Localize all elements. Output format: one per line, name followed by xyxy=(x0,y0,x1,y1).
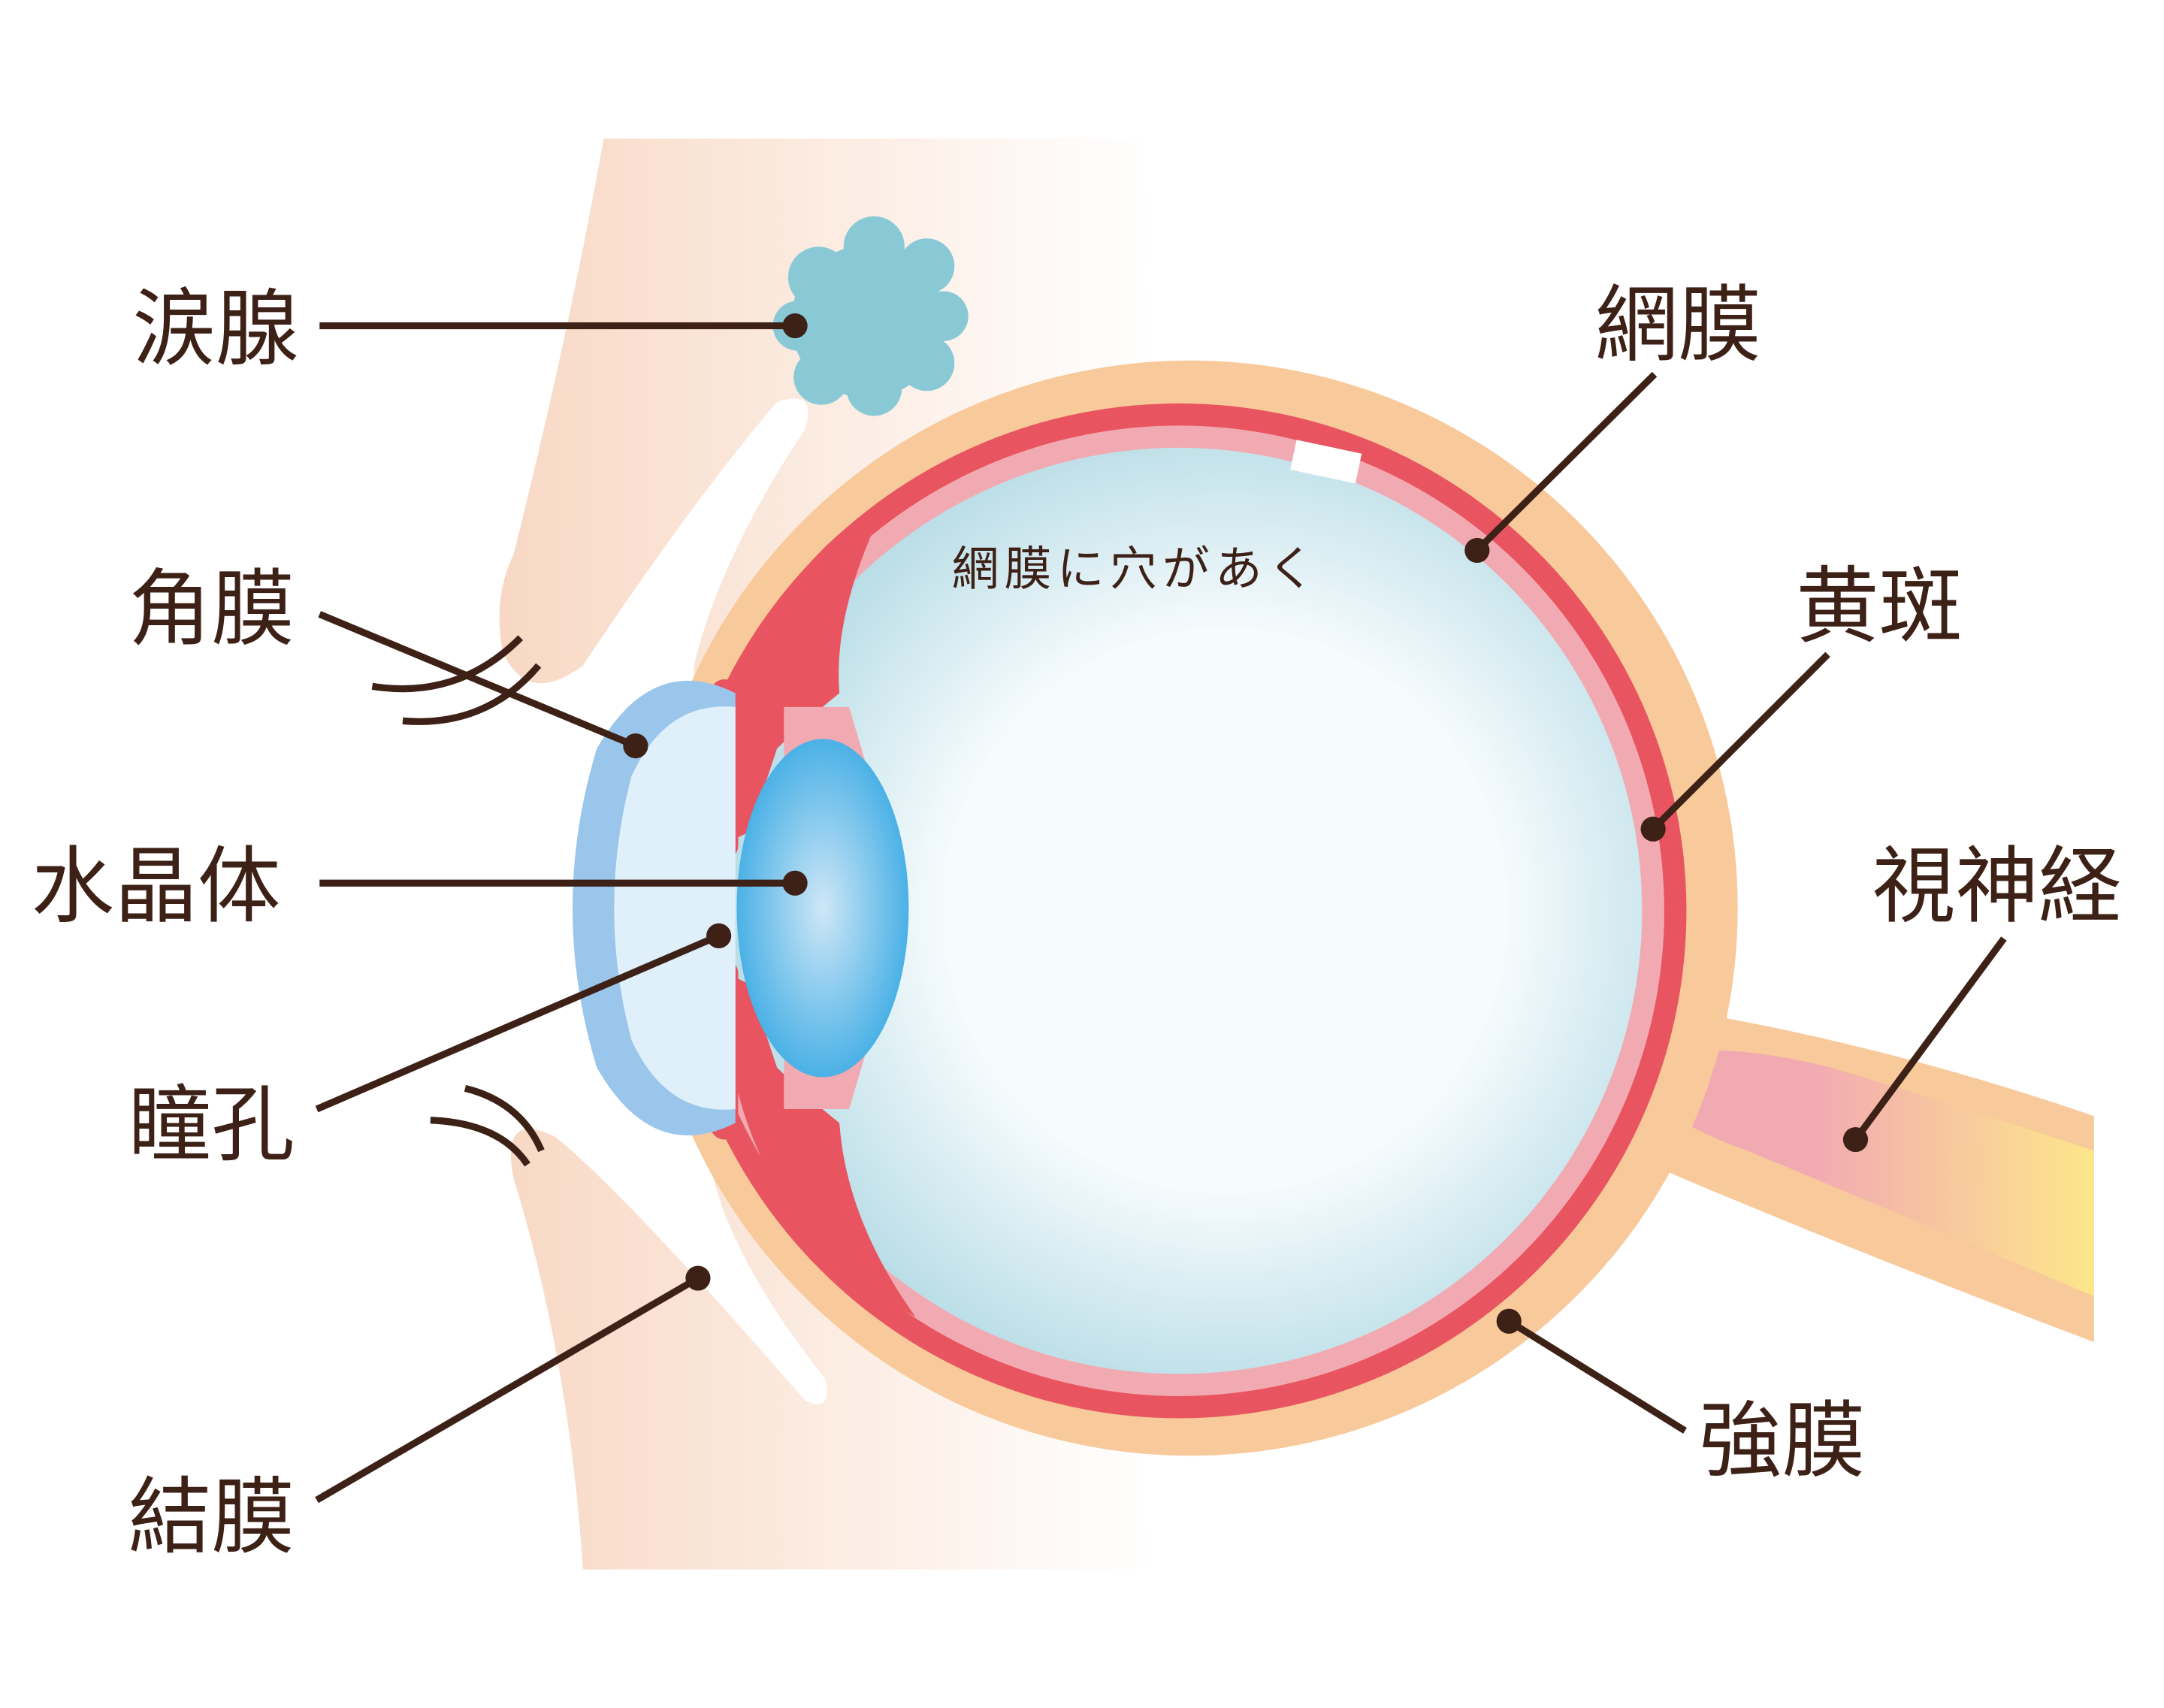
label-sclera: 強膜 xyxy=(1699,1393,1865,1490)
vitreous-body xyxy=(715,447,1643,1374)
lacrimal-gland xyxy=(772,216,969,416)
anterior-chamber xyxy=(614,706,736,1110)
label-cornea: 角膜 xyxy=(128,561,295,658)
label-conjunctiva: 結膜 xyxy=(128,1469,295,1566)
retinal-hole xyxy=(1290,440,1362,484)
retinal-hole-annotation: 網膜に穴があく xyxy=(952,542,1321,597)
eyelashes xyxy=(371,635,545,1167)
label-pupil: 瞳孔 xyxy=(128,1077,295,1174)
crystalline-lens xyxy=(736,739,909,1078)
optic-nerve xyxy=(1622,1050,2094,1297)
leader-lines xyxy=(315,313,2007,1504)
label-macula: 黄斑 xyxy=(1796,558,1962,655)
ciliary-body-lower xyxy=(721,970,916,1317)
label-optic-nerve: 視神経 xyxy=(1872,839,2122,936)
ciliary-body-upper xyxy=(721,499,888,846)
label-lacrimal-gland: 涙腺 xyxy=(132,281,298,378)
label-retina: 網膜 xyxy=(1595,277,1761,373)
label-lens: 水晶体 xyxy=(32,839,281,936)
